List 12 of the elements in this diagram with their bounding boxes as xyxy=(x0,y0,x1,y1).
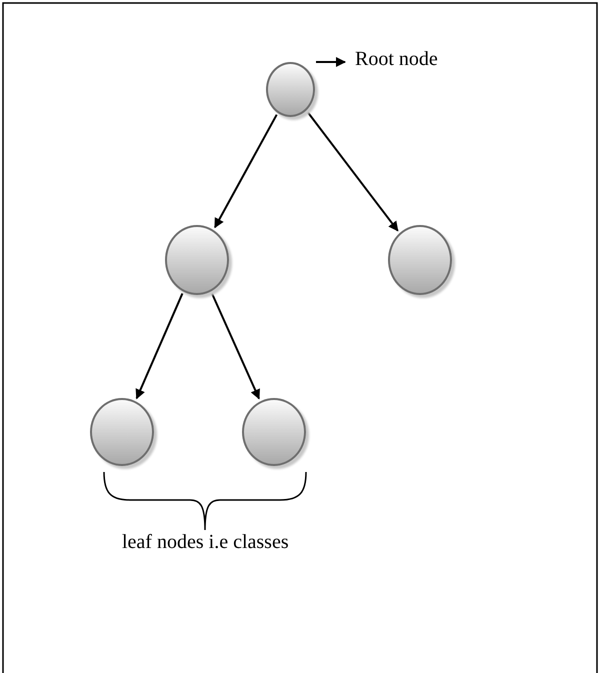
circle-node xyxy=(266,62,315,117)
circle-node xyxy=(165,225,229,295)
node-label: Root node xyxy=(355,48,438,71)
arrow xyxy=(316,57,346,67)
circle-node xyxy=(388,225,452,295)
caption-text: leaf nodes i.e classes xyxy=(122,531,289,554)
circle-node xyxy=(90,398,154,466)
circle-node xyxy=(242,398,306,466)
arrow xyxy=(306,111,399,232)
arrow xyxy=(214,114,278,228)
arrow xyxy=(210,292,260,400)
arrow xyxy=(136,293,184,400)
